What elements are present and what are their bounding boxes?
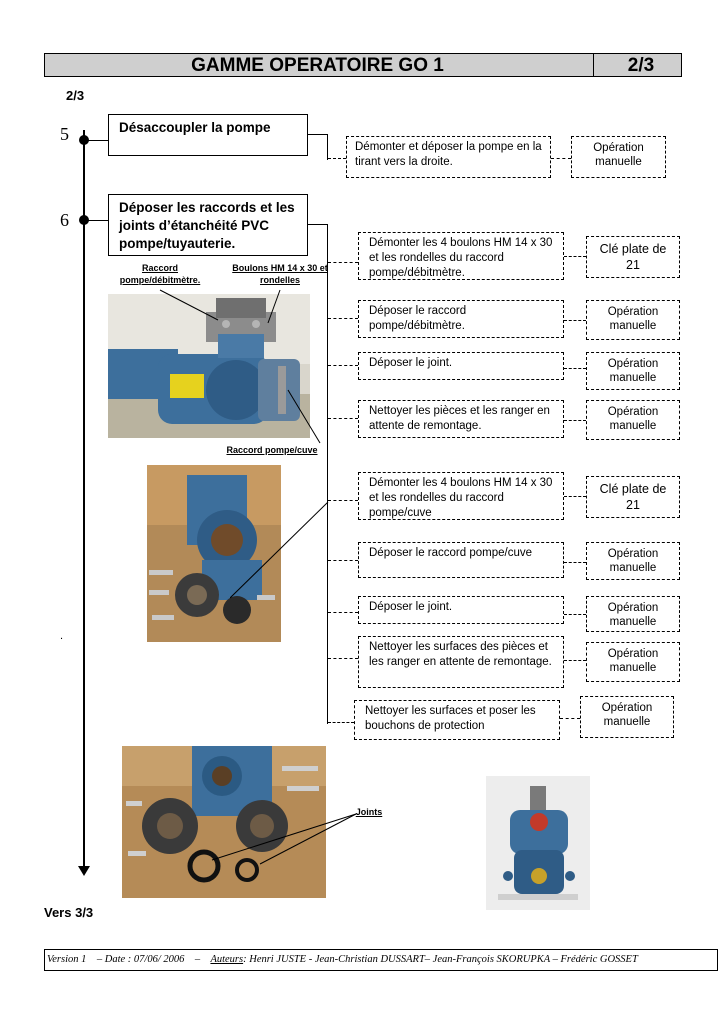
- tool-text: Opération manuelle: [602, 702, 653, 728]
- op-connector: [328, 500, 358, 501]
- op-text: Nettoyer les surfaces des pièces et les …: [369, 641, 552, 668]
- step-6-tool-7: Opération manuelle: [586, 596, 680, 632]
- step-5-tool-1: Opération manuelle: [571, 136, 666, 178]
- step-5-branch-v: [327, 134, 328, 160]
- tool-text: Opération manuelle: [608, 602, 659, 628]
- stray-mark: .: [60, 630, 63, 642]
- step-6-branch: [308, 224, 328, 225]
- step-6-tool-8: Opération manuelle: [586, 642, 680, 682]
- footer-date: – Date : 07/06/ 2006: [97, 954, 185, 965]
- tool-connector: [564, 320, 586, 321]
- tool-text: Opération manuelle: [593, 142, 644, 168]
- op-connector: [328, 262, 358, 263]
- step-6-op-2: Déposer le raccord pompe/débitmètre.: [358, 300, 564, 338]
- step-6-tool-5: Clé plate de 21: [586, 476, 680, 518]
- caption-raccord-cuve: Raccord pompe/cuve: [220, 444, 324, 456]
- op-text: Nettoyer les pièces et les ranger en att…: [369, 405, 550, 432]
- step-6-op-6: Déposer le raccord pompe/cuve: [358, 542, 564, 578]
- header-bar: GAMME OPERATOIRE GO 1 2/3: [44, 53, 682, 77]
- footer-version: Version 1: [47, 954, 86, 965]
- op-text: Nettoyer les surfaces et poser les bouch…: [365, 705, 536, 732]
- next-page-link[interactable]: Vers 3/3: [44, 905, 93, 920]
- tool-connector: [564, 256, 586, 257]
- step-5-connector: [84, 140, 108, 141]
- page-title: GAMME OPERATOIRE GO 1: [45, 55, 590, 77]
- step-6-tool-3: Opération manuelle: [586, 352, 680, 390]
- step-6-op-4: Nettoyer les pièces et les ranger en att…: [358, 400, 564, 438]
- footer: Version 1 – Date : 07/06/ 2006 – Auteurs…: [44, 949, 718, 971]
- step-5-op-1: Démonter et déposer la pompe en la tiran…: [346, 136, 551, 178]
- header-divider: [593, 54, 594, 76]
- step-5-number: 5: [60, 124, 69, 145]
- tool-connector: [564, 660, 586, 661]
- step-6-title-box: Déposer les raccords et les joints d’éta…: [108, 194, 308, 256]
- step-6-title: Déposer les raccords et les joints d’éta…: [119, 200, 295, 251]
- tool-text: Opération manuelle: [608, 548, 659, 574]
- step-6-op-5: Démonter les 4 boulons HM 14 x 30 et les…: [358, 472, 564, 520]
- photo-1-leaders: [108, 275, 328, 455]
- page-ref-top: 2/3: [66, 88, 84, 103]
- tool-connector: [564, 368, 586, 369]
- op-connector: [328, 418, 358, 419]
- step-6-tool-1: Clé plate de 21: [586, 236, 680, 278]
- step-6-number: 6: [60, 210, 69, 231]
- step-6-op-3: Déposer le joint.: [358, 352, 564, 380]
- op-text: Déposer le raccord pompe/cuve: [369, 547, 532, 559]
- tool-text: Clé plate de 21: [600, 482, 667, 512]
- op-text: Déposer le joint.: [369, 357, 452, 369]
- step-6-tool-4: Opération manuelle: [586, 400, 680, 440]
- page-number: 2/3: [601, 55, 681, 77]
- op-connector: [328, 722, 354, 723]
- footer-authors: : Henri JUSTE - Jean-Christian DUSSART– …: [243, 954, 638, 965]
- op-connector: [328, 560, 358, 561]
- op-text: Démonter les 4 boulons HM 14 x 30 et les…: [369, 237, 552, 279]
- tool-connector: [551, 158, 571, 159]
- step-6-tool-2: Opération manuelle: [586, 300, 680, 340]
- op-connector: [328, 365, 358, 366]
- tool-text: Clé plate de 21: [600, 242, 667, 272]
- op-text: Déposer le raccord pompe/débitmètre.: [369, 305, 466, 332]
- tool-connector: [564, 496, 586, 497]
- photo-2-leader: [230, 500, 330, 610]
- photo-pump-assembled: [486, 776, 590, 910]
- timeline-arrow-icon: [78, 866, 90, 876]
- footer-authors-label: Auteurs: [210, 954, 243, 965]
- op-connector: [328, 612, 358, 613]
- op-text: Démonter et déposer la pompe en la tiran…: [355, 141, 542, 168]
- tool-text: Opération manuelle: [608, 648, 659, 674]
- step-5-branch: [308, 134, 328, 135]
- step-6-op-7: Déposer le joint.: [358, 596, 564, 624]
- op-text: Démonter les 4 boulons HM 14 x 30 et les…: [369, 477, 552, 519]
- tool-text: Opération manuelle: [608, 358, 659, 384]
- tool-connector: [564, 614, 586, 615]
- step-6-connector: [84, 220, 108, 221]
- tool-text: Opération manuelle: [608, 306, 659, 332]
- step-5-title-box: Désaccoupler la pompe: [108, 114, 308, 156]
- op-connector: [328, 318, 358, 319]
- step-6-op-8: Nettoyer les surfaces des pièces et les …: [358, 636, 564, 688]
- footer-dash: –: [195, 954, 200, 965]
- op-text: Déposer le joint.: [369, 601, 452, 613]
- timeline-line: [83, 130, 85, 870]
- step-5-title: Désaccoupler la pompe: [119, 120, 271, 135]
- op-connector: [328, 658, 358, 659]
- tool-text: Opération manuelle: [608, 406, 659, 432]
- step-6-op-9: Nettoyer les surfaces et poser les bouch…: [354, 700, 560, 740]
- tool-connector: [564, 562, 586, 563]
- step-5-op-connector: [328, 158, 346, 159]
- photo-3-leaders: [200, 812, 360, 872]
- step-6-tool-9: Opération manuelle: [580, 696, 674, 738]
- step-6-op-1: Démonter les 4 boulons HM 14 x 30 et les…: [358, 232, 564, 280]
- tool-connector: [560, 718, 580, 719]
- step-6-tool-6: Opération manuelle: [586, 542, 680, 580]
- tool-connector: [564, 420, 586, 421]
